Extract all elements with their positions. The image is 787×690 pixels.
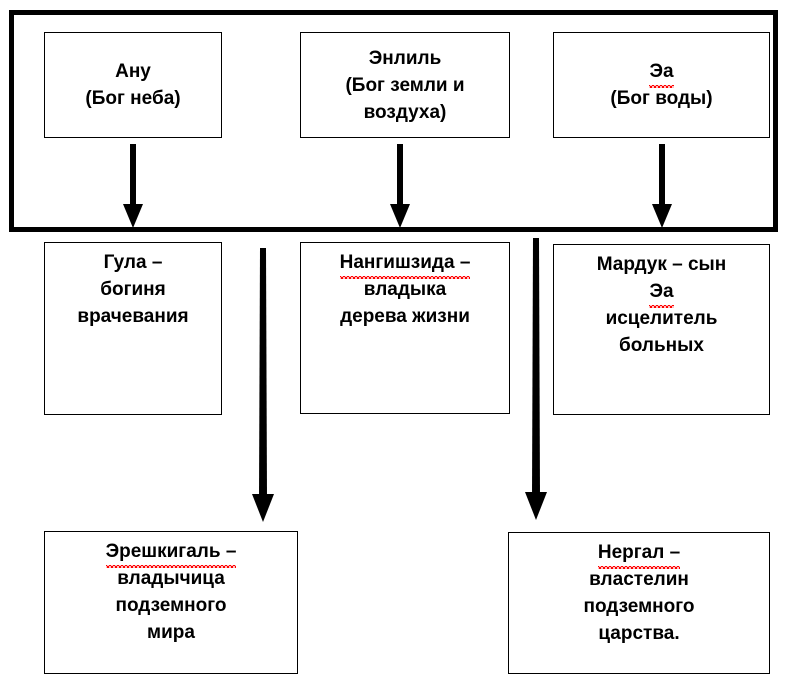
node-enlil-line-0: Энлиль — [368, 47, 442, 69]
node-gula-line-0: Гула – — [103, 252, 163, 273]
node-marduk-line-1: Эа — [554, 278, 769, 308]
node-ereshkigal-line-3: мира — [147, 622, 195, 643]
spellcheck-underline-marduk-ea: Эа — [649, 278, 674, 308]
node-gula-line-2: врачевания — [77, 306, 189, 327]
node-enlil-line-1: (Бог земли и — [345, 74, 465, 96]
node-ereshkigal-line-2: подземного — [115, 595, 227, 616]
spellcheck-underline-nangishzida: Нангишзида – — [339, 249, 470, 279]
node-ereshkigal-line-0: Эрешкигаль – — [45, 538, 297, 568]
node-ea-line-0: Эа — [554, 58, 769, 88]
node-ea-line-1: (Бог воды) — [610, 88, 713, 109]
node-nergal-line-1: властелин — [589, 569, 689, 590]
node-gula-line-1: богиня — [100, 279, 166, 300]
node-enlil[interactable]: Энлиль (Бог земли и воздуха) — [300, 32, 510, 138]
spellcheck-underline-nergal: Нергал – — [597, 539, 681, 569]
spellcheck-underline-ereshkigal: Эрешкигаль – — [105, 538, 236, 568]
node-enlil-line-2: воздуха) — [363, 101, 447, 123]
node-nergal[interactable]: Нергал – властелин подземного царства. — [508, 532, 770, 674]
node-nangishzida-line-1: владыка — [363, 279, 447, 300]
node-nangishzida-line-2: дерева жизни — [340, 306, 470, 327]
node-marduk-line-2: исцелитель — [605, 308, 718, 329]
node-nangishzida-line-0: Нангишзида – — [301, 249, 509, 279]
spellcheck-underline-ea: Эа — [649, 58, 674, 88]
node-nergal-line-0: Нергал – — [509, 539, 769, 569]
node-ea[interactable]: Эа (Бог воды) — [553, 32, 770, 138]
node-anu[interactable]: Ану (Бог неба) — [44, 32, 222, 138]
node-nangishzida[interactable]: Нангишзида – владыка дерева жизни — [300, 242, 510, 414]
arrow-to-nergal — [523, 238, 549, 520]
node-marduk-line-3: больных — [619, 335, 704, 356]
node-ereshkigal[interactable]: Эрешкигаль – владычица подземного мира — [44, 531, 298, 674]
arrow-ea-to-marduk — [650, 144, 674, 228]
arrow-anu-to-gula — [121, 144, 145, 228]
node-gula[interactable]: Гула – богиня врачевания — [44, 242, 222, 415]
node-marduk-line-0: Мардук – сын — [596, 254, 727, 275]
node-marduk[interactable]: Мардук – сын Эа исцелитель больных — [553, 244, 770, 415]
arrow-to-ereshkigal — [250, 248, 276, 522]
node-ereshkigal-line-1: владычица — [117, 568, 225, 589]
arrow-enlil-to-nangishzida — [388, 144, 412, 228]
node-nergal-line-3: царства. — [598, 623, 680, 644]
primary-gods-frame — [9, 10, 778, 232]
node-anu-line-0: Ану — [115, 61, 151, 82]
node-nergal-line-2: подземного — [583, 596, 695, 617]
node-anu-line-1: (Бог неба) — [85, 88, 181, 109]
